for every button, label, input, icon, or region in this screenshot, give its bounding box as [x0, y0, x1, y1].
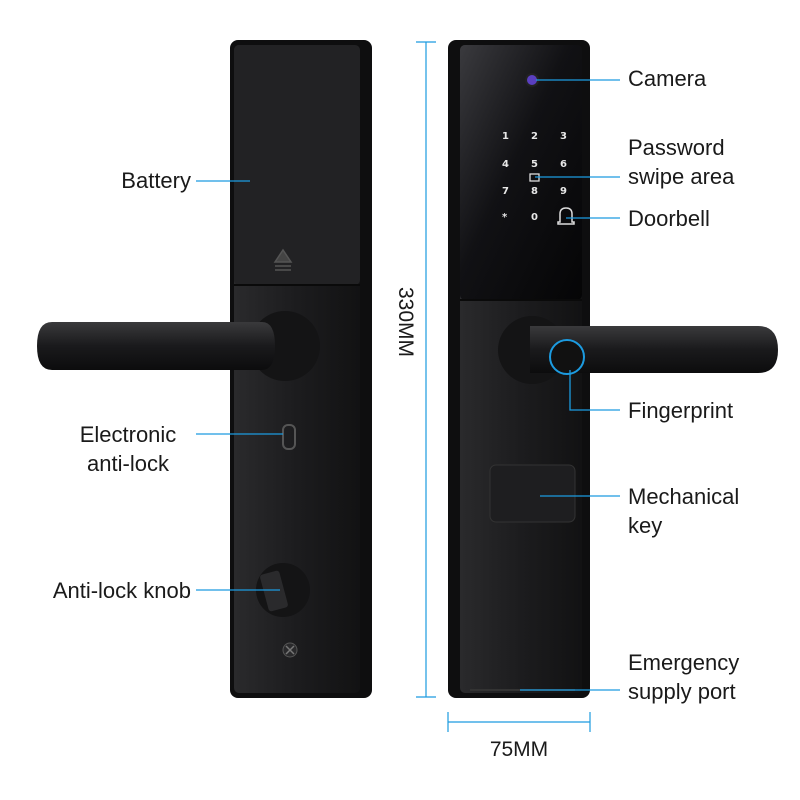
label-line: Mechanical [628, 484, 740, 509]
leader-lines [196, 79, 620, 691]
label-line: supply port [628, 679, 736, 704]
electronic-anti-lock-button [282, 424, 296, 450]
battery-cover [234, 45, 360, 285]
label-mechanical-key: Mechanical key [628, 482, 739, 540]
eject-icon [273, 248, 293, 271]
svg-text:5: 5 [531, 159, 538, 170]
label-electronic-anti-lock: Electronic anti-lock [60, 420, 196, 478]
glass-panel [460, 45, 582, 300]
label-doorbell: Doorbell [628, 206, 710, 231]
svg-text:1: 1 [502, 131, 509, 142]
fingerprint-sensor [549, 339, 585, 375]
doorbell-icon [557, 207, 575, 225]
svg-text:0: 0 [531, 212, 538, 223]
svg-text:3: 3 [560, 131, 567, 142]
svg-text:9: 9 [560, 186, 567, 197]
label-line: Password [628, 135, 725, 160]
label-line: swipe area [628, 164, 735, 189]
interior-handle [37, 322, 275, 370]
key-cover [489, 464, 576, 523]
anti-lock-knob [260, 570, 288, 612]
keypad: 1 2 3 4 5 6 7 8 9 * 0 [502, 131, 567, 223]
label-password-swipe-area: Password swipe area [628, 133, 734, 191]
label-camera: Camera [628, 66, 707, 91]
label-line: key [628, 513, 663, 538]
height-dimension-label: 330MM [394, 286, 417, 358]
svg-text:4: 4 [502, 159, 509, 170]
svg-text:8: 8 [531, 186, 538, 197]
interior-lock-body [37, 40, 372, 698]
width-dimension-label: 75MM [489, 738, 549, 761]
label-line: anti-lock [87, 451, 169, 476]
svg-text:7: 7 [502, 186, 509, 197]
label-fingerprint: Fingerprint [628, 398, 734, 423]
exterior-lock-body: 1 2 3 4 5 6 7 8 9 * 0 [448, 40, 778, 698]
dimension-lines [416, 41, 591, 732]
svg-text:*: * [502, 212, 508, 223]
label-line: Electronic [79, 422, 177, 447]
svg-text:2: 2 [531, 131, 538, 142]
svg-text:6: 6 [560, 159, 567, 170]
label-anti-lock-knob: Anti-lock knob [52, 578, 191, 603]
label-line: Emergency [628, 650, 740, 675]
screw-icon [285, 645, 295, 655]
label-battery: Battery [121, 168, 191, 193]
exterior-handle [530, 326, 778, 373]
label-emergency-supply-port: Emergency supply port [628, 648, 739, 706]
